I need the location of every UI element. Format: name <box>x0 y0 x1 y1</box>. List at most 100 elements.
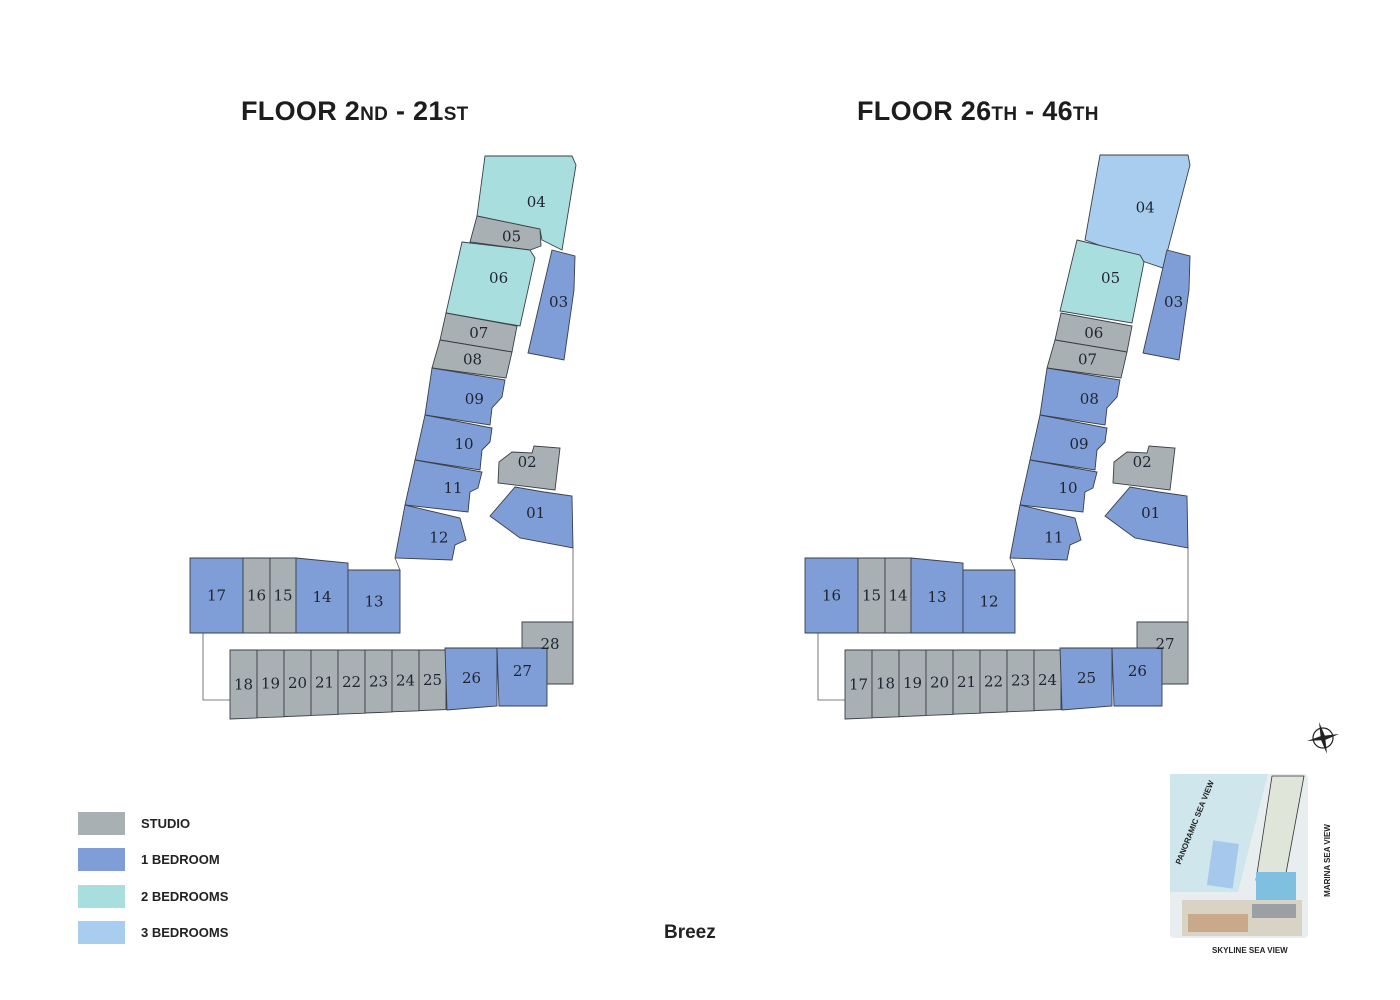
circulation-outline <box>817 548 1189 701</box>
unit-25[interactable] <box>1059 647 1113 711</box>
unit-08[interactable] <box>431 339 513 379</box>
unit-07[interactable] <box>1046 339 1128 379</box>
unit-number: 08 <box>1080 390 1099 408</box>
unit-number: 02 <box>1133 453 1152 471</box>
unit-number: 21 <box>315 673 334 691</box>
unit-number: 10 <box>1058 479 1077 497</box>
unit-27[interactable] <box>1136 621 1189 685</box>
legend: STUDIO 1 BEDROOM 2 BEDROOMS 3 BEDROOMS <box>78 805 228 951</box>
unit-05[interactable] <box>1059 239 1145 324</box>
unit-26[interactable] <box>444 647 498 711</box>
unit-number: 03 <box>549 293 568 311</box>
unit-number: 23 <box>1011 672 1030 690</box>
unit-number: 06 <box>1084 324 1103 342</box>
legend-label: 3 BEDROOMS <box>141 925 229 941</box>
unit-28[interactable] <box>521 621 574 685</box>
unit-25[interactable] <box>418 649 447 712</box>
marina-sea-view-label: MARINA SEA VIEW <box>1322 824 1332 897</box>
unit-number: 12 <box>979 593 998 611</box>
compass-icon <box>1307 722 1339 754</box>
legend-1-bedroom: 1 BEDROOM <box>78 842 228 879</box>
unit-number: 27 <box>1155 635 1174 653</box>
title-suffix: TH <box>991 104 1018 125</box>
title-suffix: ND <box>360 104 389 125</box>
unit-number: 19 <box>261 675 280 693</box>
unit-number: 19 <box>903 674 922 692</box>
unit-number: 27 <box>513 662 532 680</box>
unit-05[interactable] <box>469 215 542 251</box>
unit-number: 12 <box>429 529 448 547</box>
unit-03[interactable] <box>527 249 576 361</box>
unit-number: 25 <box>423 671 442 689</box>
unit-number: 24 <box>396 672 415 690</box>
unit-12[interactable] <box>394 504 467 561</box>
unit-number: 26 <box>1128 662 1147 680</box>
unit-number: 15 <box>862 587 881 605</box>
unit-number: 05 <box>1101 269 1120 287</box>
unit-number: 07 <box>1078 351 1097 369</box>
floor-title-26-46: FLOOR 26TH - 46TH <box>857 96 1099 127</box>
site-map-image <box>1170 774 1308 938</box>
unit-03[interactable] <box>1142 249 1191 361</box>
unit-number: 15 <box>273 587 292 605</box>
legend-studio: STUDIO <box>78 805 228 842</box>
unit-01[interactable] <box>489 486 574 549</box>
legend-label: 2 BEDROOMS <box>141 888 229 904</box>
legend-swatch <box>78 848 125 872</box>
site-map <box>1168 772 1310 940</box>
unit-number: 03 <box>1164 293 1183 311</box>
unit-number: 20 <box>930 673 949 691</box>
brand-name: Breez <box>664 922 716 943</box>
unit-number: 23 <box>369 672 388 690</box>
unit-number: 05 <box>502 228 521 246</box>
unit-number: 04 <box>1136 199 1155 217</box>
unit-number: 04 <box>527 193 546 211</box>
legend-swatch <box>78 921 125 945</box>
unit-number: 21 <box>957 673 976 691</box>
unit-number: 20 <box>288 674 307 692</box>
title-text: - 46 <box>1017 96 1073 126</box>
floor-plan-2-21 <box>189 155 577 720</box>
unit-number: 17 <box>207 587 226 605</box>
unit-number-layer: 04 05 06 07 08 09 10 11 12 03 02 01 17 16 15 14 13 18 19 20… <box>207 193 1183 693</box>
unit-11[interactable] <box>1009 504 1082 561</box>
unit-number: 13 <box>364 593 383 611</box>
unit-number: 14 <box>312 588 331 606</box>
title-text: FLOOR 2 <box>241 96 361 126</box>
unit-number: 09 <box>1069 435 1088 453</box>
unit-number: 07 <box>469 324 488 342</box>
unit-12[interactable] <box>962 569 1016 634</box>
unit-number: 18 <box>234 675 253 693</box>
floor-title-2-21: FLOOR 2ND - 21ST <box>241 96 469 127</box>
legend-label: 1 BEDROOM <box>141 852 220 868</box>
unit-number: 13 <box>927 588 946 606</box>
unit-number: 14 <box>888 587 907 605</box>
unit-number: 06 <box>489 269 508 287</box>
legend-swatch <box>78 884 125 908</box>
unit-number: 10 <box>454 435 473 453</box>
unit-02[interactable] <box>1112 445 1176 491</box>
unit-number: 16 <box>822 587 841 605</box>
title-text: - 21 <box>388 96 444 126</box>
title-text: FLOOR 26 <box>857 96 992 126</box>
unit-number: 25 <box>1077 669 1096 687</box>
unit-number: 01 <box>526 504 545 522</box>
unit-24[interactable] <box>1033 649 1062 712</box>
unit-number: 28 <box>540 635 559 653</box>
unit-number: 16 <box>247 587 266 605</box>
title-suffix: ST <box>443 104 469 125</box>
unit-number: 01 <box>1141 504 1160 522</box>
unit-number: 08 <box>463 351 482 369</box>
unit-02[interactable] <box>497 445 561 491</box>
unit-06[interactable] <box>445 241 536 327</box>
unit-number: 11 <box>443 479 462 497</box>
unit-number: 26 <box>462 669 481 687</box>
unit-number: 22 <box>342 673 361 691</box>
unit-number: 22 <box>984 672 1003 690</box>
unit-13[interactable] <box>347 569 401 634</box>
unit-01[interactable] <box>1104 486 1189 549</box>
unit-number: 09 <box>465 390 484 408</box>
skyline-sea-view-label: SKYLINE SEA VIEW <box>1212 946 1288 955</box>
legend-swatch <box>78 811 125 835</box>
